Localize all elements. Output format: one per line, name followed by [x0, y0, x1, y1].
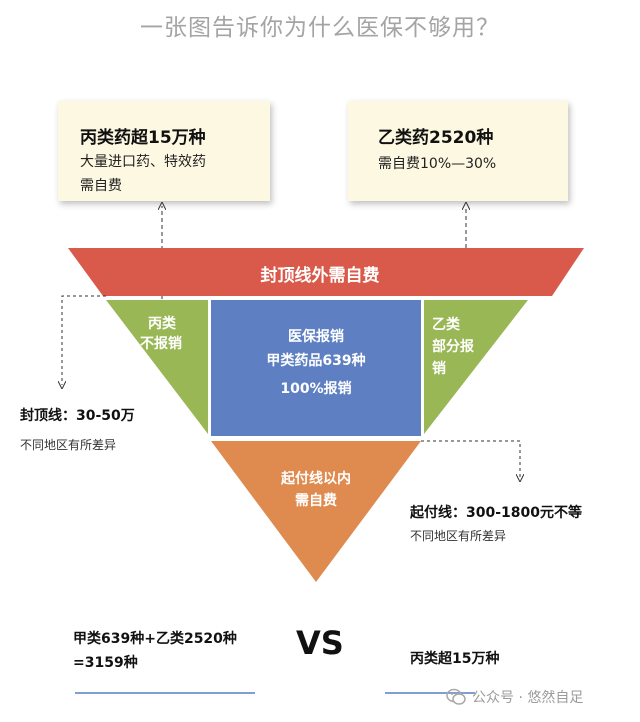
footer-rule-right [385, 692, 475, 694]
right-wing-line1: 乙类 [432, 317, 460, 333]
left-wing-line1: 丙类 [148, 316, 176, 332]
footer-rule-left [75, 692, 255, 694]
deductible-connector [421, 440, 520, 478]
left-wing-label: 丙类 不报销 [140, 314, 210, 354]
note-left-line1: 大量进口药、特效药 [80, 154, 206, 170]
center-line3: 100%报销 [280, 381, 352, 397]
right-wing-shape [424, 300, 528, 434]
bottom-line2: 需自费 [295, 493, 337, 509]
top-band-label: 封顶线外需自费 [260, 266, 380, 286]
note-left-line2: 需自费 [80, 178, 122, 194]
note-box-left: 丙类药超15万种 大量进口药、特效药 需自费 [58, 101, 270, 201]
page-title: 一张图告诉你为什么医保不够用？ [140, 15, 500, 41]
left-wing-line2: 不报销 [140, 336, 182, 352]
cap-connector [62, 295, 106, 385]
note-right-line1: 需自费10%—30% [378, 156, 497, 172]
center-block-label: 医保报销 甲类药品639种 100%报销 [211, 325, 421, 401]
note-left-head: 丙类药超15万种 [80, 128, 206, 148]
deductible-label: 起付线：300-1800元不等 [410, 505, 582, 521]
note-right-head: 乙类药2520种 [378, 128, 494, 148]
right-wing-line2: 部分报 [432, 339, 474, 355]
bottom-line1: 起付线以内 [281, 471, 351, 487]
right-wing-label: 乙类 部分报 销 [432, 314, 502, 380]
watermark: 公众号 · 悠然自足 [446, 686, 583, 708]
bottom-triangle-label: 起付线以内 需自费 [231, 468, 401, 512]
bottom-triangle-shape [211, 441, 421, 582]
center-line2: 甲类药品639种 [266, 353, 366, 369]
footer-right: 丙类超15万种 [410, 651, 500, 667]
vs-label: VS [296, 624, 344, 662]
watermark-text: 公众号 · 悠然自足 [472, 690, 584, 706]
center-block-shape [211, 300, 421, 436]
left-wing-shape [106, 300, 208, 434]
wechat-icon [446, 688, 466, 706]
deductible-sublabel: 不同地区有所差异 [410, 529, 507, 543]
footer-left-line2: =3159种 [73, 655, 138, 671]
cap-sublabel: 不同地区有所差异 [20, 438, 117, 452]
note-box-right: 乙类药2520种 需自费10%—30% [348, 101, 568, 201]
center-line1: 医保报销 [288, 329, 344, 345]
footer-left-line1: 甲类639种+乙类2520种 [73, 631, 237, 647]
right-wing-line3: 销 [432, 361, 446, 377]
cap-label: 封顶线：30-50万 [20, 408, 135, 424]
top-band-shape [68, 248, 584, 296]
